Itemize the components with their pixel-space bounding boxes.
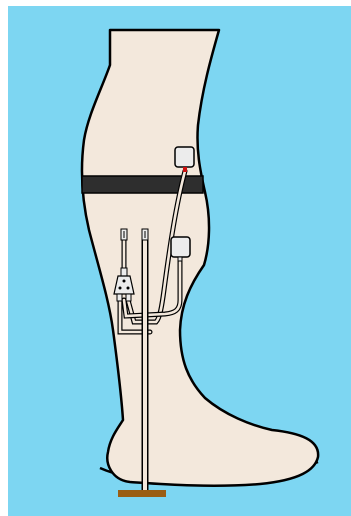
pin-connector-left — [121, 229, 127, 240]
pin-connector-right — [142, 229, 148, 240]
electrode-connector — [178, 257, 182, 261]
electrode-contact — [183, 167, 187, 172]
square-pad-icon — [171, 237, 190, 257]
square-pad-icon — [175, 147, 194, 167]
electrode-lower — [171, 237, 190, 261]
ground-plate — [118, 490, 166, 497]
splitter-icon — [114, 276, 134, 294]
